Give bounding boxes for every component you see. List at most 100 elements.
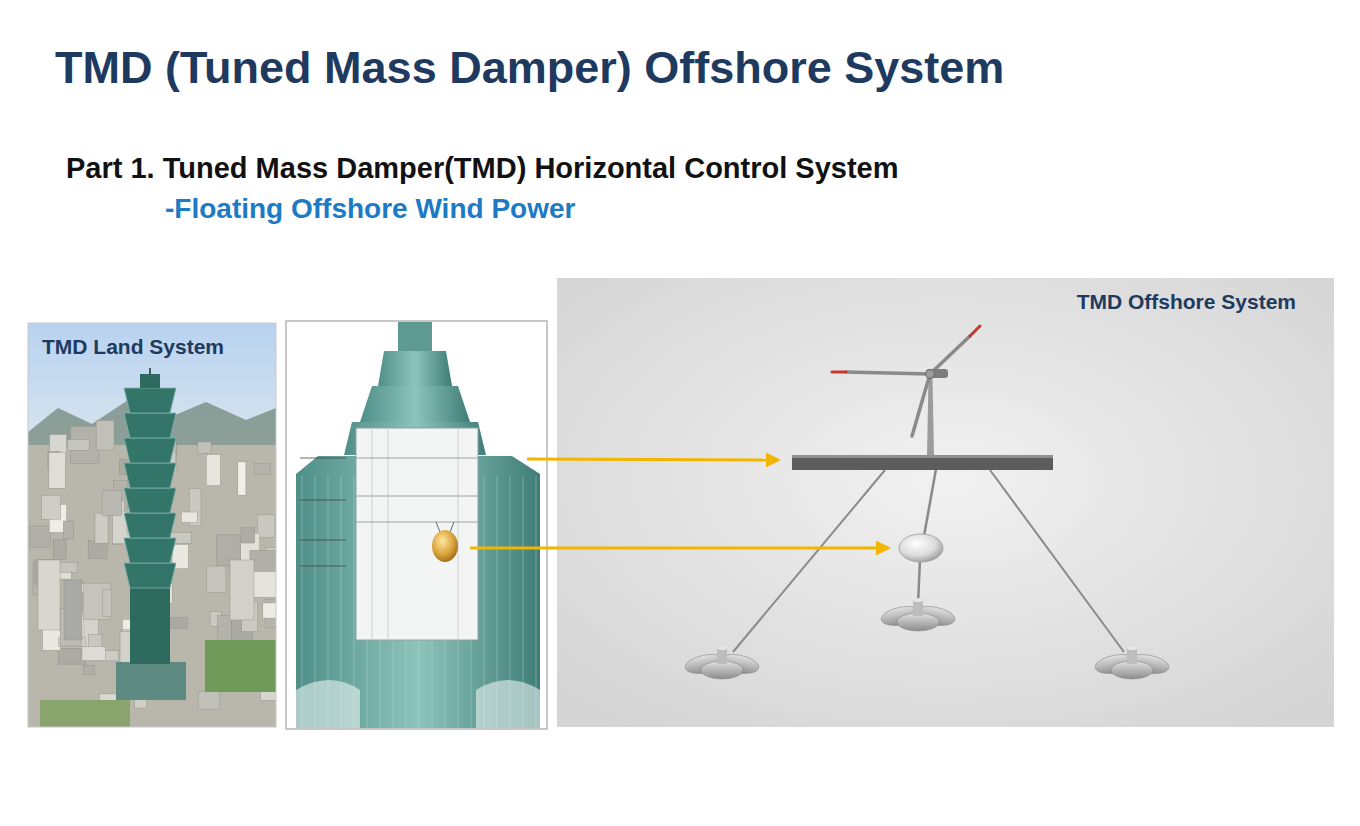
illustration-part — [124, 563, 176, 588]
illustration-part — [28, 323, 276, 727]
illustration-part — [102, 589, 111, 616]
illustration-part — [102, 490, 121, 515]
yellow-arrow — [527, 459, 778, 460]
illustration-part — [792, 455, 1053, 470]
illustration-part — [733, 470, 885, 652]
offshore-panel — [557, 278, 1334, 727]
illustration-part — [42, 495, 61, 519]
illustration-part — [912, 374, 930, 436]
illustration-part — [899, 534, 943, 562]
illustration-part — [930, 336, 970, 374]
land-photo — [28, 323, 276, 727]
illustration-part — [241, 528, 254, 543]
illustration-part — [970, 326, 980, 336]
panel-label: TMD Offshore System — [1077, 290, 1296, 314]
illustration-part — [130, 588, 170, 664]
illustration-part — [918, 560, 920, 604]
illustration-part — [257, 515, 275, 538]
tower-figure — [116, 368, 186, 700]
illustration-part — [300, 540, 346, 541]
illustration-part — [124, 463, 176, 488]
illustration-part — [149, 368, 151, 374]
illustration-part — [1127, 648, 1137, 664]
illustration-part — [356, 522, 478, 523]
illustration-part — [238, 462, 246, 495]
illustration-part — [96, 420, 114, 450]
illustration-part — [83, 665, 95, 674]
illustration-part — [927, 378, 934, 456]
illustration-part — [124, 388, 176, 413]
illustration-part — [30, 526, 51, 547]
illustration-part — [398, 322, 432, 351]
illustration-part — [218, 616, 232, 642]
illustration-part — [53, 540, 66, 560]
illustration-part — [378, 351, 452, 386]
slide-title: TMD (Tuned Mass Damper) Offshore System — [55, 42, 1004, 94]
illustration-part — [124, 413, 176, 438]
illustration-part — [476, 680, 540, 728]
photo-frame — [28, 323, 276, 727]
illustration-part — [49, 453, 65, 489]
illustration-part — [300, 458, 346, 459]
illustration-part — [450, 522, 454, 532]
illustration-part — [717, 646, 727, 650]
illustration-part — [58, 648, 86, 664]
anchor-blocks — [684, 598, 1170, 679]
illustration-part — [458, 428, 459, 640]
subtitle: -Floating Offshore Wind Power — [165, 193, 575, 225]
illustration-part — [206, 566, 226, 592]
cutaway-figure — [296, 322, 540, 728]
illustration-part — [356, 428, 478, 640]
illustration-part — [205, 640, 276, 692]
part-heading: Part 1. Tuned Mass Damper(TMD) Horizonta… — [66, 152, 899, 185]
illustration-part — [846, 372, 930, 374]
land-panel: TMD Land System — [28, 323, 276, 727]
illustration-part — [913, 600, 923, 616]
illustration-part — [356, 496, 478, 497]
illustration-part — [181, 512, 197, 522]
illustration-part — [40, 700, 130, 727]
illustration-part — [124, 513, 176, 538]
offshore-figure — [684, 326, 1170, 679]
illustration-part — [198, 692, 219, 710]
illustration-part — [198, 442, 211, 454]
illustration-part — [360, 386, 470, 422]
illustration-part — [230, 560, 254, 620]
illustration-part — [116, 662, 186, 700]
illustration-part — [832, 371, 846, 374]
illustration-part — [254, 464, 270, 474]
illustration-part — [95, 513, 108, 543]
illustration-part — [64, 580, 82, 640]
cutaway-frame — [286, 321, 547, 729]
illustration-part — [717, 648, 727, 664]
illustration-part — [124, 438, 176, 463]
illustration-part — [388, 428, 389, 640]
yellow-arrow — [470, 547, 888, 550]
illustration-part — [300, 566, 346, 567]
illustration-part — [140, 374, 160, 388]
illustration-part — [1094, 646, 1170, 679]
offshore-panel: TMD Offshore System — [557, 278, 1334, 727]
illustration-part — [436, 522, 440, 532]
illustration-part — [880, 598, 956, 631]
illustration-part — [926, 369, 948, 378]
illustration-part — [356, 458, 478, 459]
panel-label: TMD Land System — [42, 335, 224, 359]
illustration-part — [1127, 646, 1137, 650]
illustration-part — [432, 530, 458, 562]
illustration-part — [263, 603, 276, 618]
illustration-part — [684, 646, 760, 679]
illustration-part — [124, 488, 176, 513]
illustration-part — [63, 521, 73, 539]
city-blocks — [30, 420, 276, 709]
illustration-part — [169, 618, 188, 629]
illustration-part — [28, 445, 276, 727]
illustration-part — [296, 680, 360, 728]
illustration-part — [82, 647, 105, 661]
illustration-part — [300, 500, 346, 501]
illustration-part — [792, 455, 1053, 458]
illustration-part — [68, 440, 90, 451]
